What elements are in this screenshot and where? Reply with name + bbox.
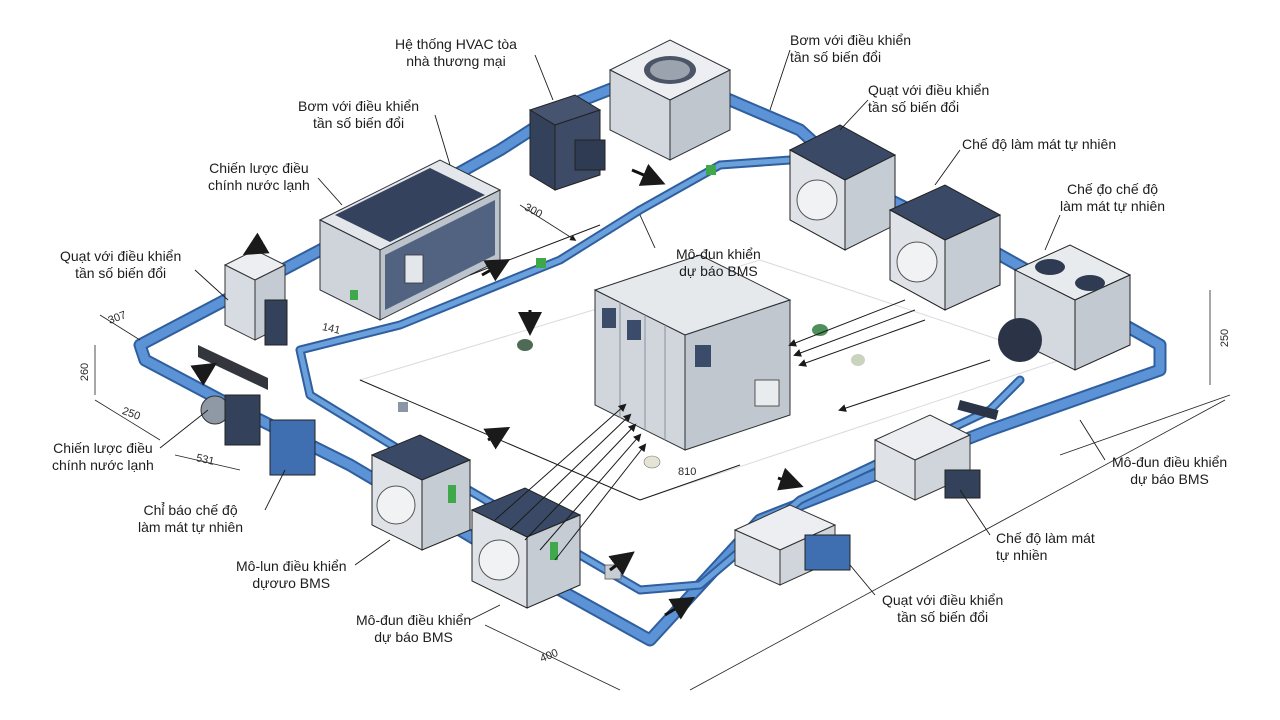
label-chilled-water-top: Chiến lược điều chính nước lạnh	[208, 160, 310, 193]
flow-arrows	[190, 163, 804, 620]
label-pump-vfd-top: Bơm với điều khiển tần số biến đổi	[790, 32, 912, 65]
cooling-unit-3	[998, 244, 1132, 371]
sensor-icons	[517, 324, 865, 469]
fan-unit-bottom-1	[370, 434, 472, 551]
leader-lines	[159, 49, 1106, 621]
fan-unit-left	[223, 249, 288, 346]
dim-250-right: 250	[1219, 328, 1232, 348]
label-hvac-system: Hệ thống HVAC tòa nhà thương mại	[395, 36, 517, 69]
chiller-main	[318, 159, 502, 321]
label-bms-forecast-center: Mô-đun khiển dự báo BMS	[676, 246, 761, 279]
control-box-bottom	[733, 504, 851, 586]
pump-left	[200, 394, 316, 476]
label-bms-module-bottom: Mô-đun điều khiển dự báo BMS	[356, 612, 472, 645]
dim-260: 260	[79, 362, 92, 382]
label-fan-vfd-left: Quạt với điều khiển tần số biến đổi	[60, 248, 182, 281]
label-free-cooling-right: Chế độ làm mát tự nhiền	[996, 530, 1095, 563]
label-free-cooling-indicator: Chỉ̉ báo chế độ làm mát tự nhiên	[138, 502, 244, 535]
label-fan-vfd-top: Quạt với điều khiển tần số biến đổi	[868, 82, 990, 115]
label-pump-vfd-left: Bơm với điều khiển tần số biến đổi	[298, 98, 420, 131]
cooling-tower-top	[608, 39, 732, 161]
storage-unit-right	[873, 414, 981, 501]
label-bms-module-left: Mô-lun điều khiển dựơưo BMS	[236, 558, 347, 591]
cooling-unit-2	[888, 184, 1002, 311]
dim-810: 810	[678, 466, 697, 478]
label-bms-module-right: Mô-đun điều khiển dự báo BMS	[1112, 454, 1228, 487]
cooling-unit-1	[788, 124, 897, 251]
fan-unit-bottom-2	[470, 487, 582, 609]
label-chilled-water-left: Chiến lược điều chính nước lạnh	[52, 440, 154, 473]
pump-top	[528, 94, 606, 191]
label-fan-vfd-bottom: Quạt với điều khiển tần số biến đổi	[882, 592, 1004, 625]
grille	[198, 345, 268, 390]
label-free-cooling-pred: Chế đ̣o chế độ làm mát tự nhiên	[1060, 181, 1166, 214]
dimension-lines	[94, 204, 1231, 691]
bms-control-cabinet	[593, 254, 792, 451]
label-free-cooling-top: Chế độ làm mát tự nhiên	[962, 136, 1117, 152]
